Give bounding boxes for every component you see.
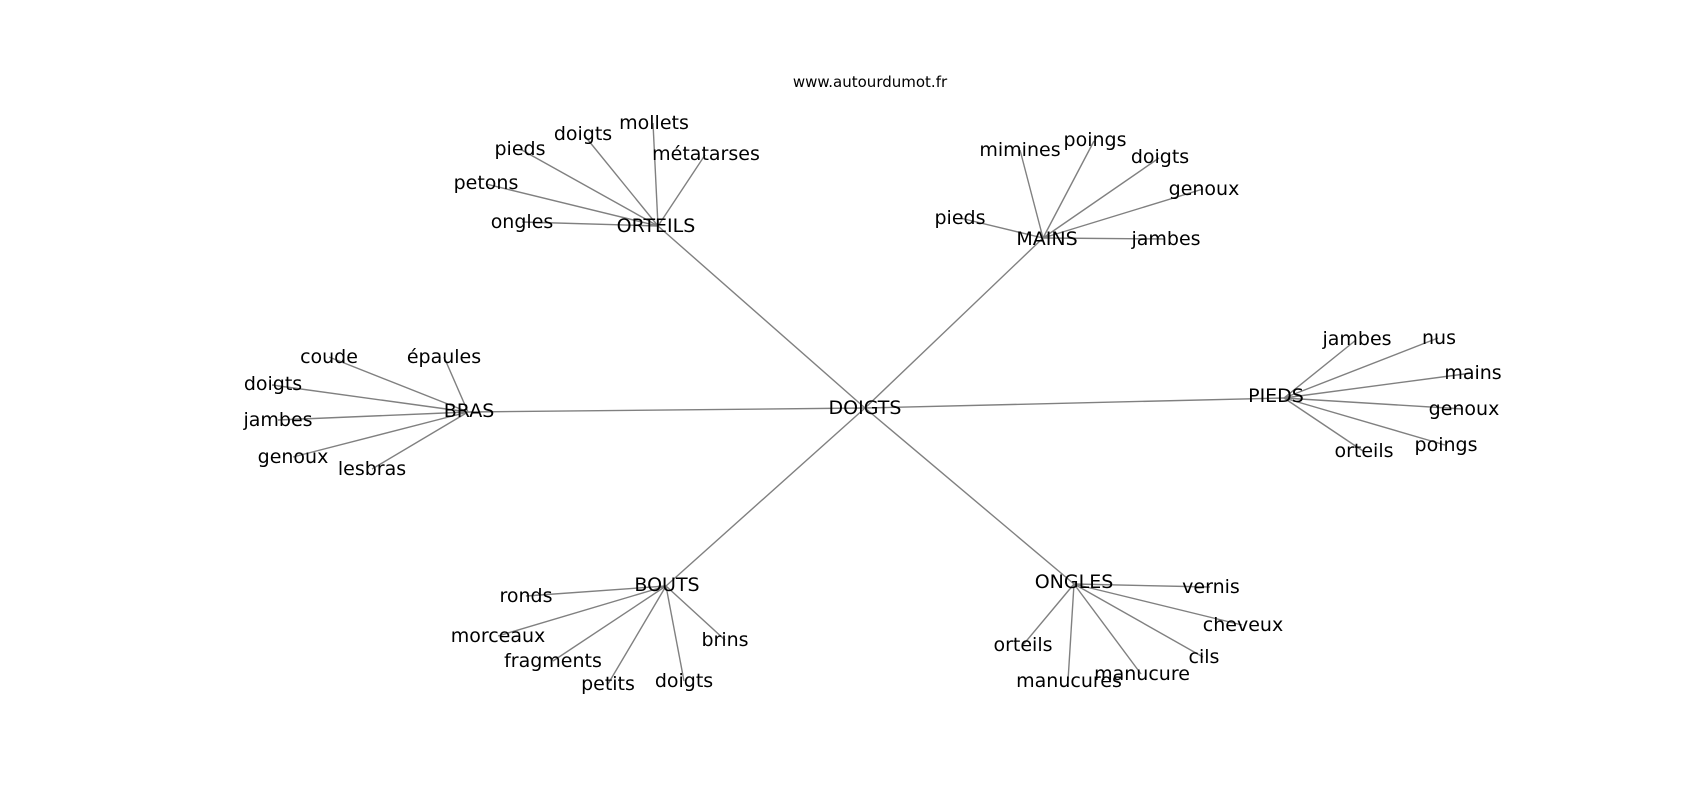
edge-bouts-bouts-petits <box>607 585 667 685</box>
edge-orteils-orteils-doigts <box>583 134 659 227</box>
edge-ongles-ongles-vernis <box>1073 583 1211 588</box>
node-label-bouts-ronds: ronds <box>499 585 552 607</box>
edge-mains-mains-poings <box>1042 140 1095 239</box>
edge-bras-bras-epaules <box>443 356 469 413</box>
node-label-ongles: ONGLES <box>1035 571 1114 593</box>
edge-ongles-ongles-cheveux <box>1073 583 1243 626</box>
edge-bras-bras-doigts <box>271 384 469 413</box>
node-label-mains-mimines: mimines <box>979 139 1060 161</box>
node-label-pieds-mains: mains <box>1444 362 1501 384</box>
node-label-bouts-morceaux: morceaux <box>451 625 546 647</box>
edge-ongles-ongles-manucure <box>1073 583 1142 675</box>
node-label-bouts: BOUTS <box>634 574 699 596</box>
node-label-pieds-genoux: genoux <box>1429 398 1500 420</box>
edge-doigts-orteils <box>657 225 866 409</box>
edge-mains-mains-mimines <box>1019 149 1044 239</box>
node-label-mains-poings: poings <box>1064 129 1127 151</box>
edge-pieds-pieds-jambes <box>1283 339 1357 399</box>
node-label-orteils-petons: petons <box>454 172 519 194</box>
edge-bouts-bouts-doigts <box>665 585 685 682</box>
edge-bras-bras-coude <box>328 356 469 413</box>
node-label-orteils-doigts: doigts <box>554 123 612 145</box>
node-label-bras-lesbras: lesbras <box>338 458 406 480</box>
labels-layer: DOIGTS ORTEILS ongles petons pieds doigts moll… <box>242 112 1501 695</box>
edge-mains-mains-pieds <box>959 217 1044 239</box>
node-label-bouts-petits: petits <box>581 673 635 695</box>
node-label-orteils-ongles: ongles <box>491 211 554 233</box>
node-label-mains-doigts: doigts <box>1131 146 1189 168</box>
node-label-bras: BRAS <box>444 400 495 422</box>
edge-orteils-orteils-petons <box>485 183 659 227</box>
edge-mains-mains-genoux <box>1042 188 1204 239</box>
edge-bouts-bouts-brins <box>665 585 726 641</box>
node-label-bouts-brins: brins <box>701 629 748 651</box>
edge-orteils-orteils-metatarses <box>657 154 706 227</box>
node-label-orteils: ORTEILS <box>617 215 696 237</box>
node-label-ongles-cheveux: cheveux <box>1203 614 1283 636</box>
node-label-pieds: PIEDS <box>1248 385 1304 407</box>
node-label-orteils-metatarses: métatarses <box>652 143 760 165</box>
edge-doigts-pieds <box>864 397 1285 409</box>
edge-ongles-ongles-manucures <box>1067 583 1075 682</box>
edge-pieds-pieds-genoux <box>1283 397 1464 410</box>
edge-bouts-bouts-fragments <box>552 585 667 662</box>
node-label-orteils-pieds: pieds <box>495 138 546 160</box>
node-label-pieds-poings: poings <box>1415 434 1478 456</box>
node-label-bouts-fragments: fragments <box>504 650 602 672</box>
node-label-mains-genoux: genoux <box>1169 178 1240 200</box>
node-label-ongles-manucures: manucures <box>1016 670 1122 692</box>
node-label-pieds-orteils: orteils <box>1334 440 1393 462</box>
node-label-bras-coude: coude <box>300 346 358 368</box>
node-label-mains-pieds: pieds <box>935 207 986 229</box>
node-label-bras-jambes: jambes <box>242 409 312 431</box>
edge-pieds-pieds-poings <box>1283 397 1446 446</box>
edge-orteils-orteils-ongles <box>521 221 659 227</box>
node-label-pieds-nus: nus <box>1422 327 1456 349</box>
node-label-ongles-manucure: manucure <box>1094 663 1190 685</box>
edges-layer <box>271 122 1473 685</box>
edge-ongles-ongles-orteils <box>1022 583 1075 646</box>
node-label-bras-doigts: doigts <box>244 373 302 395</box>
edge-pieds-pieds-orteils <box>1283 397 1364 452</box>
edge-orteils-orteils-mollets <box>652 122 659 227</box>
node-label-mains-jambes: jambes <box>1130 228 1200 250</box>
node-label-ongles-orteils: orteils <box>993 634 1052 656</box>
edge-doigts-bras <box>467 407 866 413</box>
edge-ongles-ongles-cils <box>1073 583 1204 658</box>
node-label-orteils-mollets: mollets <box>619 112 689 134</box>
edge-bras-bras-lesbras <box>371 411 469 470</box>
edge-doigts-mains <box>864 237 1044 409</box>
edge-bouts-bouts-morceaux <box>497 585 667 637</box>
edge-pieds-pieds-mains <box>1283 372 1473 399</box>
node-label-bras-epaules: épaules <box>407 346 481 368</box>
edge-bouts-bouts-ronds <box>525 585 667 597</box>
edge-pieds-pieds-nus <box>1283 337 1439 399</box>
node-label-doigts: DOIGTS <box>829 397 902 419</box>
node-label-mains: MAINS <box>1016 228 1077 250</box>
node-label-bras-genoux: genoux <box>258 446 329 468</box>
edge-doigts-bouts <box>665 407 866 587</box>
edge-mains-mains-jambes <box>1042 237 1166 240</box>
node-label-bouts-doigts: doigts <box>655 670 713 692</box>
node-label-pieds-jambes: jambes <box>1321 328 1391 350</box>
edge-mains-mains-doigts <box>1042 157 1160 239</box>
edge-doigts-ongles <box>864 407 1075 585</box>
watermark: www.autourdumot.fr <box>793 73 948 91</box>
node-label-ongles-cils: cils <box>1189 646 1220 668</box>
edge-orteils-orteils-pieds <box>519 148 659 227</box>
edge-bras-bras-genoux <box>292 411 469 458</box>
node-label-ongles-vernis: vernis <box>1182 576 1240 598</box>
edge-bras-bras-jambes <box>277 411 469 421</box>
